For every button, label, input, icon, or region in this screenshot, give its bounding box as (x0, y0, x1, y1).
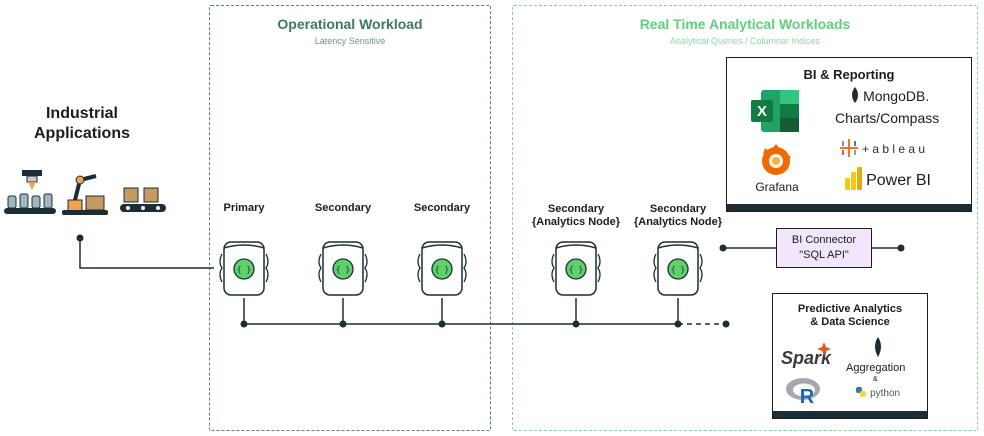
aggregation-label: Aggregation (846, 362, 906, 374)
industrial-applications-title: Industrial Applications (18, 104, 146, 144)
python-brand: python (855, 386, 900, 399)
secondary-node-label-1: Secondary (314, 202, 372, 214)
analytics-database-icon-1: { } (551, 241, 601, 296)
connection-dots (76, 234, 905, 328)
analytics-node-2-line2: {Analytics Node} (633, 216, 723, 228)
excel-letter: X (757, 103, 767, 120)
svg-text:{ }: { } (336, 265, 350, 274)
analytics-node-label-2: Secondary {Analytics Node} (618, 203, 738, 229)
bi-reporting-panel: BI & Reporting X Grafana MongoDB. Charts… (726, 57, 972, 212)
operational-workload-subtitle: Latency Sensitive (314, 36, 386, 46)
bi-connector-line1: BI Connector (791, 234, 857, 246)
svg-text:{ }: { } (435, 265, 449, 274)
spark-label: Spark (781, 348, 832, 368)
realtime-analytics-title: Real Time Analytical Workloads (639, 16, 851, 32)
r-letter: R (800, 386, 815, 406)
robotic-arm-icon (62, 174, 108, 215)
analytics-database-icon-2: { } (653, 241, 703, 296)
predictive-analytics-panel: Predictive Analytics & Data Science Spar… (772, 293, 928, 419)
python-icon (856, 387, 866, 397)
bi-panel-footer-bar (727, 204, 971, 211)
mongodb-brand: MongoDB. (850, 86, 929, 104)
spark-star-icon (817, 342, 831, 356)
primary-database-icon: { } (219, 241, 269, 296)
mongodb-leaf-icon-2 (875, 337, 881, 357)
predictive-title-line2: & Data Science (810, 316, 890, 328)
analytics-node-1-line1: Secondary (547, 203, 605, 215)
bi-connector-box: BI Connector "SQL API" (776, 228, 872, 268)
svg-text:{ }: { } (569, 265, 583, 274)
analytics-node-2-line1: Secondary (649, 203, 707, 215)
dispenser-machine-icon (4, 170, 56, 214)
mongodb-leaf-icon (852, 87, 858, 103)
powerbi-icon (845, 167, 862, 190)
tableau-brand: + a b l e a u (839, 138, 925, 158)
operational-workload-title: Operational Workload (277, 16, 423, 32)
bi-reporting-title: BI & Reporting (803, 67, 895, 82)
predictive-title-line1: Predictive Analytics (797, 303, 903, 315)
excel-icon: X (751, 90, 799, 132)
analytics-node-label-1: Secondary {Analytics Node} (516, 203, 636, 229)
predictive-analytics-title: Predictive Analytics & Data Science (773, 303, 927, 329)
charts-compass-label: Charts/Compass (835, 110, 940, 126)
industrial-title-line1: Industrial (45, 105, 118, 122)
powerbi-brand: Power BI (843, 166, 931, 192)
grafana-label: Grafana (755, 180, 799, 194)
industrial-title-line2: Applications (33, 125, 130, 142)
python-label: python (870, 388, 901, 399)
realtime-analytics-zone: Real Time Analytical Workloads Analytica… (512, 5, 978, 431)
secondary-database-icon-2: { } (417, 241, 467, 296)
powerbi-label: Power BI (866, 172, 931, 189)
grafana-icon (762, 144, 791, 175)
realtime-analytics-subtitle: Analytical Queries / Columnar Indices (669, 36, 821, 46)
tableau-cross-icon (840, 139, 858, 157)
tableau-label: + a b l e a u (862, 142, 926, 156)
primary-node-label: Primary (223, 202, 265, 214)
mongodb-label: MongoDB. (863, 88, 930, 104)
secondary-database-icon-1: { } (318, 241, 368, 296)
svg-text:{ }: { } (237, 265, 251, 274)
ampersand-label: & (873, 376, 878, 383)
svg-text:{ }: { } (671, 265, 685, 274)
r-language-icon: R (786, 378, 820, 406)
bi-connector-line2: "SQL API" (799, 249, 849, 261)
analytics-node-1-line2: {Analytics Node} (531, 216, 621, 228)
predictive-panel-footer-bar (773, 411, 927, 418)
secondary-node-label-2: Secondary (413, 202, 471, 214)
operational-workload-zone: Operational Workload Latency Sensitive (209, 5, 491, 431)
conveyor-boxes-icon (120, 187, 166, 212)
